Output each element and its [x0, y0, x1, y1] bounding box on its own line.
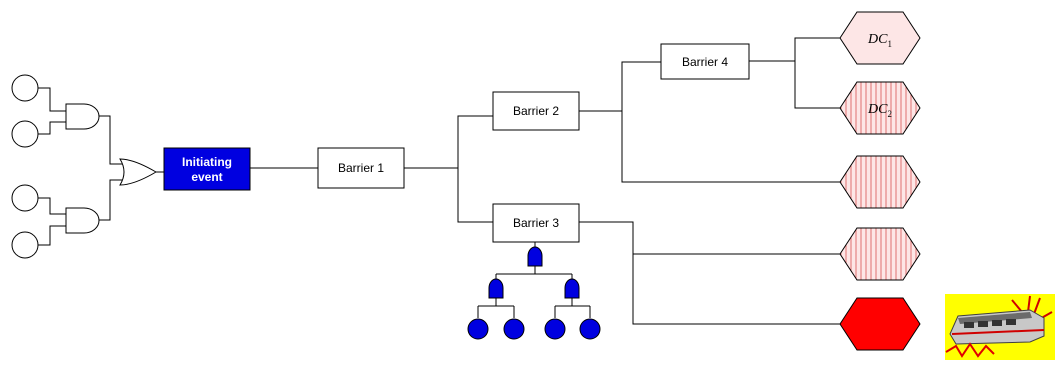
consequence-dc1: DC1 [839, 11, 921, 65]
barrier-4-label: Barrier 4 [682, 55, 728, 69]
and-gate-lower [65, 207, 100, 234]
initiating-event: Initiating event [163, 147, 251, 191]
barrier-2-box [492, 91, 580, 131]
initiating-event-label-line1: Initiating [182, 155, 232, 169]
barrier-3-label: Barrier 3 [513, 216, 559, 230]
initiating-event-label-line2: event [191, 170, 222, 184]
consequence-dc2: DC2 [839, 81, 921, 135]
and-gate-upper [65, 103, 100, 130]
initiating-event-box [163, 147, 251, 191]
fault-tree-basic-event-1 [467, 318, 489, 340]
consequence-dc2-label: DC2 [867, 102, 892, 119]
fault-tree-top-gate [527, 246, 543, 267]
consequence-dc2-hexagon [839, 81, 921, 135]
basic-event-circle-3 [11, 184, 39, 212]
barrier-4-box [660, 43, 750, 80]
basic-event-circle-4 [11, 231, 39, 259]
fault-tree-basic-event-4 [579, 318, 601, 340]
fault-tree-basic-event-3 [544, 318, 566, 340]
fault-tree-left [11, 74, 164, 259]
barrier-2-label: Barrier 2 [513, 104, 559, 118]
barrier-3-fault-tree [467, 242, 601, 340]
barrier-1: Barrier 1 [317, 147, 405, 189]
consequence-4-hexagon [839, 227, 921, 281]
fault-tree-left-gate [488, 278, 504, 299]
barrier-3: Barrier 3 [492, 203, 580, 243]
consequence-3-hexagon [839, 155, 921, 209]
barrier-1-label: Barrier 1 [338, 161, 384, 175]
barrier-4: Barrier 4 [660, 43, 750, 80]
consequence-severe-hexagon [839, 297, 921, 351]
basic-event-circle-2 [11, 120, 39, 148]
barrier-2: Barrier 2 [492, 91, 580, 131]
barrier-3-box [492, 203, 580, 243]
fault-tree-basic-event-2 [503, 318, 525, 340]
consequence-dc1-label: DC1 [867, 32, 892, 49]
consequence-dc1-hexagon [839, 11, 921, 65]
train-crash-icon [945, 294, 1055, 360]
barrier-1-box [317, 147, 405, 189]
fault-tree-right-gate [564, 278, 580, 299]
basic-event-circle-1 [11, 74, 39, 102]
or-gate [119, 158, 157, 186]
